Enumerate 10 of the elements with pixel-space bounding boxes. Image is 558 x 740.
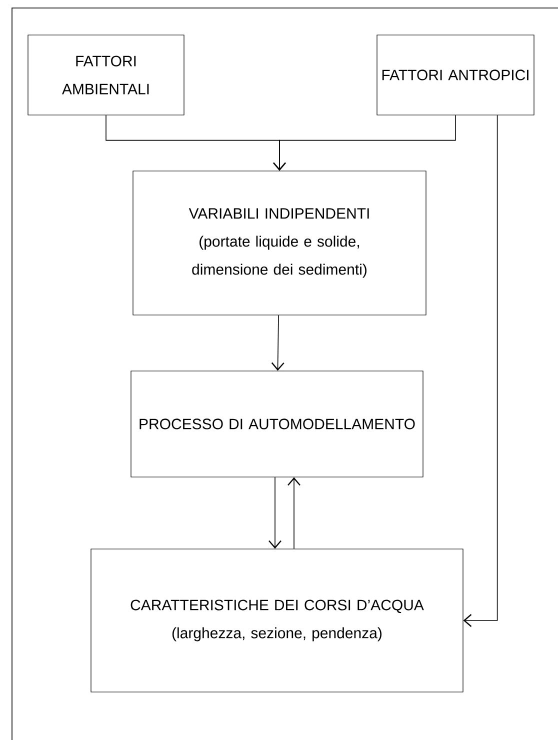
process-box: CARATTERISTICHE DEI CORSI D’ACQUA (larghezza, sezione, pendenza)	[90, 548, 464, 692]
process-box: VARIABILI INDIPENDENTI (portate liquide e solide, dimensione dei sedimenti)	[132, 170, 426, 316]
factor-box: FATTORI AMBIENTALI	[28, 34, 184, 116]
arrow	[288, 477, 300, 550]
arrow	[268, 476, 282, 549]
factor-box: FATTORI ANTROPICI	[376, 34, 534, 116]
arrow	[271, 314, 284, 371]
arrow	[273, 114, 456, 171]
arrow	[463, 114, 498, 627]
process-box: PROCESSO DI AUTOMODELLAMENTO	[130, 370, 424, 478]
